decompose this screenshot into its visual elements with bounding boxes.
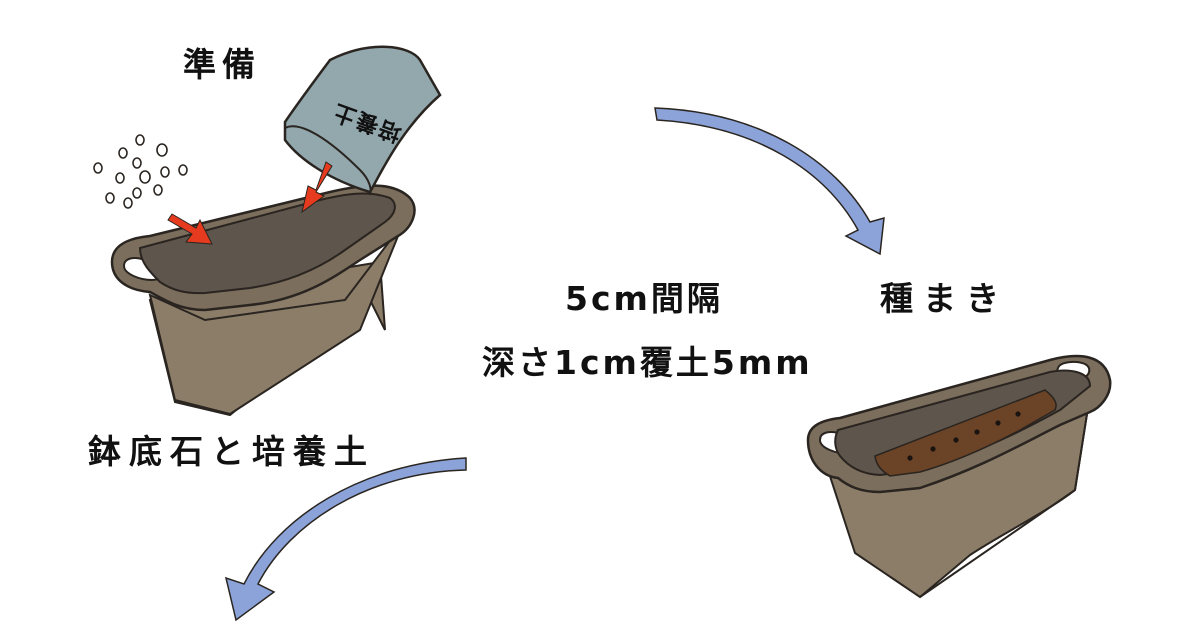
seed-hole (974, 429, 980, 435)
label-base-material: 鉢底石と培養土 (88, 432, 375, 471)
planter-sow (806, 354, 1112, 599)
pour-arrow-bag (301, 161, 333, 214)
flow-arrow-bottom (224, 457, 467, 622)
label-prep: 準備 (183, 45, 261, 84)
label-spacing: 5cm間隔 (565, 279, 723, 318)
seed-hole (907, 455, 913, 461)
pour-arrow-pebbles (167, 213, 213, 245)
label-sowing: 種まき (880, 279, 1009, 318)
seed-hole (930, 446, 936, 452)
seed-holes (907, 411, 1021, 461)
planter-sow-soil (874, 389, 1057, 477)
pour-arrows (167, 161, 333, 245)
planter-prep-inner (138, 192, 396, 295)
label-depth: 深さ1cm覆土5mm (482, 343, 813, 382)
seed-hole (953, 437, 959, 443)
seed-hole (995, 420, 1001, 426)
soil-bag (283, 45, 442, 196)
seed-hole (1015, 411, 1021, 417)
flow-arrow-top (654, 107, 885, 256)
pebbles (93, 134, 188, 209)
planter-prep (110, 184, 416, 417)
